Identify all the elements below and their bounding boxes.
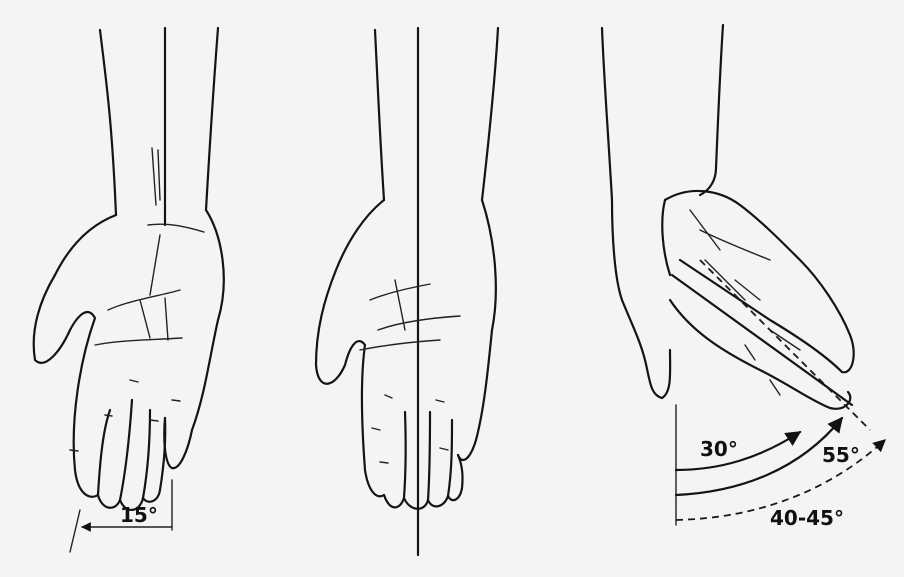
- label-15-deg: 15°: [120, 503, 158, 527]
- arc-30: [676, 432, 800, 470]
- label-40-45-deg: 40-45°: [770, 506, 844, 530]
- hand-radial-deviation: 15°: [34, 28, 224, 552]
- flexion-axis-solid: [672, 275, 852, 405]
- hand-ulnar-flexion: 30° 55° 40-45°: [602, 25, 885, 530]
- flexion-axis-dashed: [700, 260, 870, 430]
- label-30-deg: 30°: [700, 437, 738, 461]
- label-55-deg: 55°: [822, 443, 860, 467]
- hand-neutral: [316, 28, 498, 555]
